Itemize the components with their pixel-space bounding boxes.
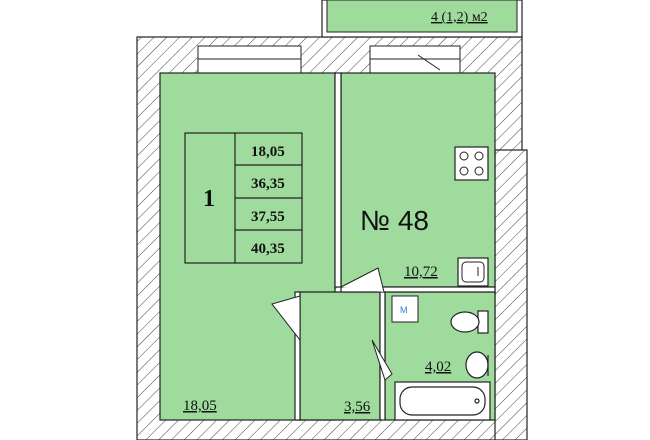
windows xyxy=(197,45,461,74)
area-cell: 18,05 xyxy=(251,144,285,160)
room-count: 1 xyxy=(203,186,215,212)
meter-label: M xyxy=(400,305,408,315)
apartment-number: № 48 xyxy=(360,205,429,236)
balcony-label: 4 (1,2) м2 xyxy=(431,10,488,25)
washbasin-icon xyxy=(465,351,489,379)
interior-walls xyxy=(294,72,496,421)
doors xyxy=(271,54,441,381)
hall-area: 3,56 xyxy=(344,399,371,415)
summary-table: 1 18,05 36,35 37,55 40,35 xyxy=(184,132,303,264)
meter-box: M xyxy=(391,295,419,323)
area-cell: 40,35 xyxy=(251,241,285,257)
toilet-icon xyxy=(450,310,489,334)
area-cell: 37,55 xyxy=(251,209,285,225)
area-cell: 36,35 xyxy=(251,176,285,192)
kitchen-sink-icon xyxy=(457,257,489,287)
living-room-area: 18,05 xyxy=(183,398,217,414)
bathroom-area: 4,02 xyxy=(425,359,451,375)
bathtub-icon xyxy=(394,381,491,421)
stove-icon xyxy=(454,146,489,181)
kitchen-area: 10,72 xyxy=(404,264,438,280)
balcony: 4 (1,2) м2 xyxy=(321,0,523,38)
